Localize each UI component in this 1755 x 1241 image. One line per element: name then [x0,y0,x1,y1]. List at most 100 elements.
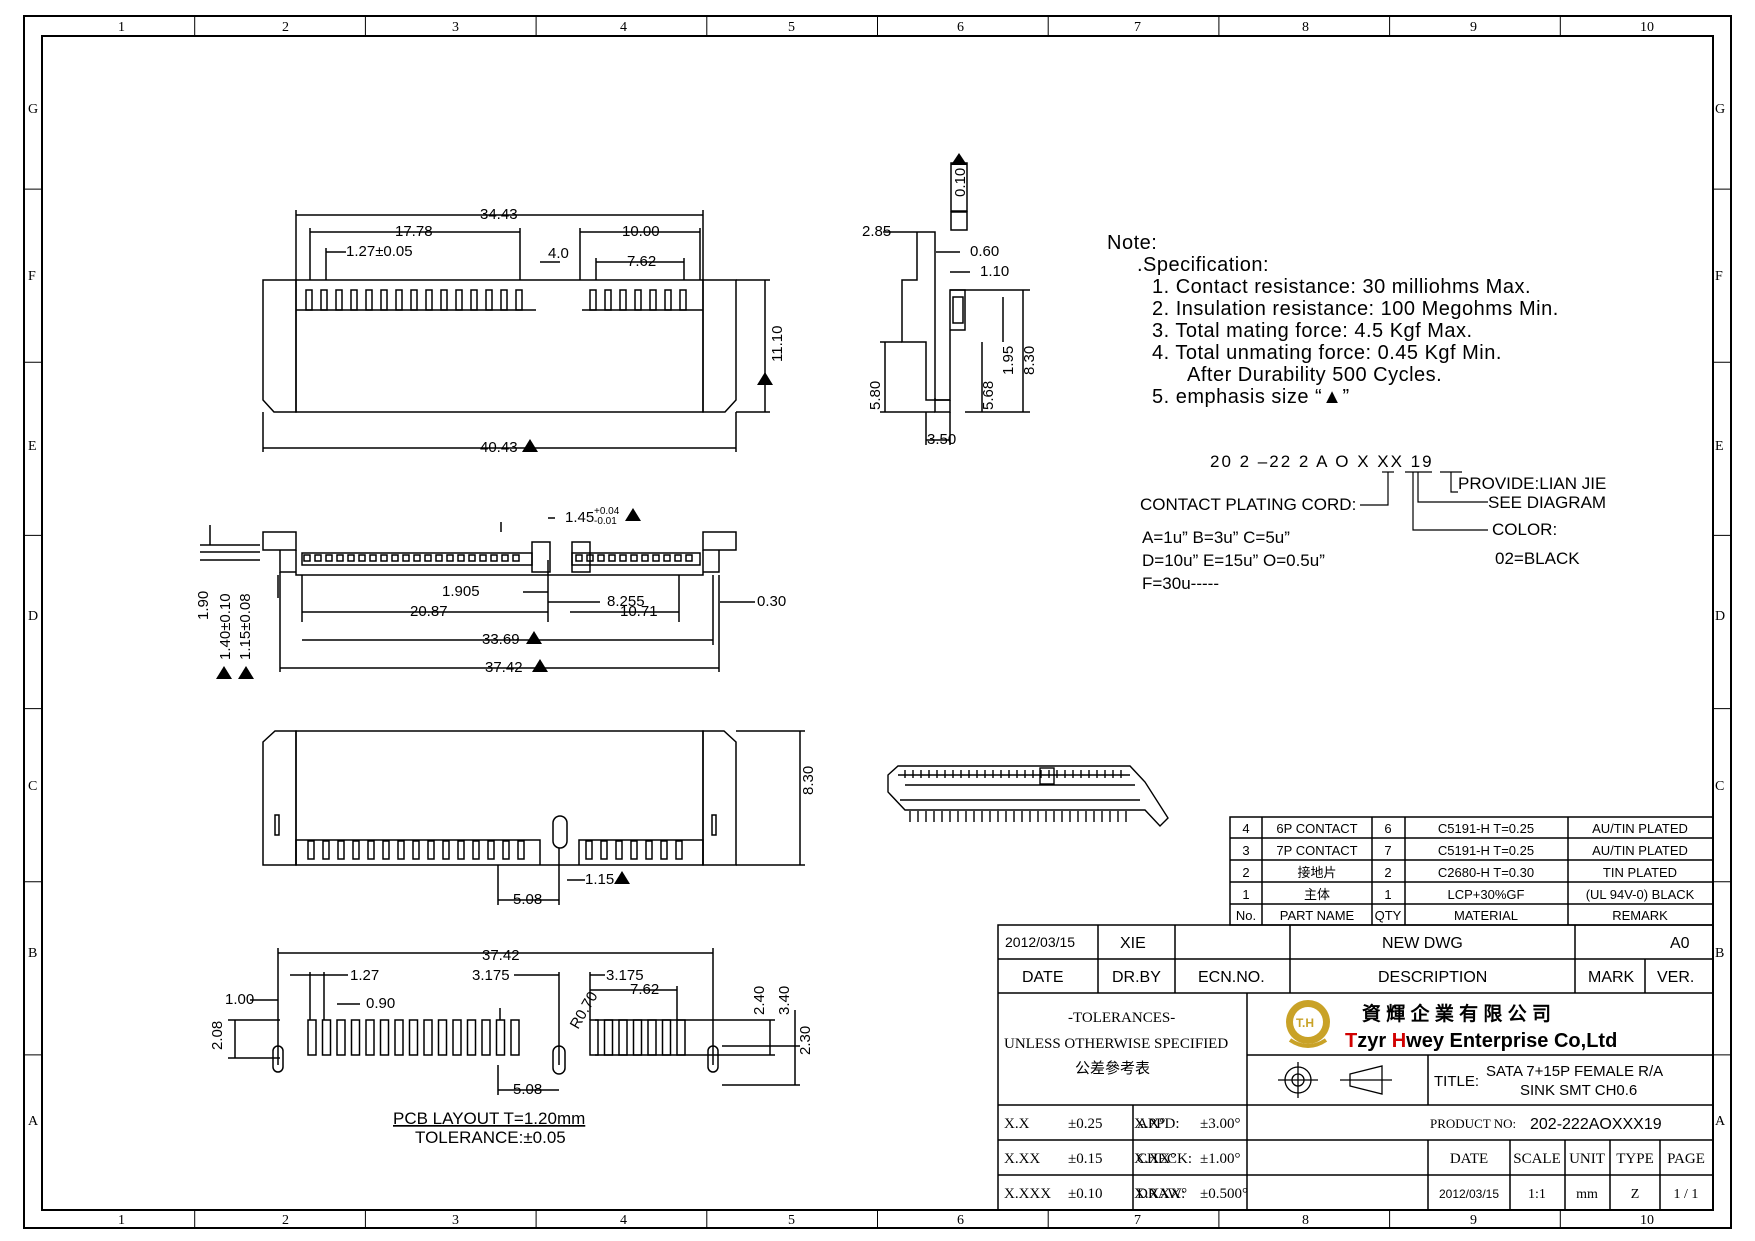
bom-cell: LCP+30%GF [1448,887,1525,902]
zone-row-right: E [1715,439,1724,454]
contact-pin [630,554,638,562]
emphasis-mark [757,372,773,385]
dim-1-45-tol-upper: +0.04 [594,506,620,517]
dim-10-71: 10.71 [620,603,658,620]
contact-pin [468,554,476,562]
pcb-dim-1-27: 1.27 [350,967,379,984]
plating-options-2: D=10u” E=15u” O=0.5u” [1142,551,1325,570]
color-label: COLOR: [1492,520,1557,539]
dim-1-45: 1.45 [565,509,594,526]
appd-label: APPD: [1137,1116,1180,1132]
dim-11-10: 11.10 [769,326,786,362]
zone-col-top: 7 [1134,20,1141,35]
bom-cell: 接地片 [1297,865,1336,880]
dim-10-00: 10.00 [622,223,660,240]
bom-header: PART NAME [1280,908,1355,923]
zone-col-top: 10 [1640,20,1654,35]
dim-5-68: 5.68 [980,381,997,410]
contact-pin [674,554,682,562]
zone-col-top: 8 [1302,20,1309,35]
pcb-layout [228,948,800,1095]
contact-pin [320,289,328,311]
pcb-pad [510,1019,520,1056]
zone-row-right: A [1715,1114,1726,1129]
zone-row-left: D [28,609,38,624]
note-heading: Note: [1107,232,1157,254]
dim-7-62: 7.62 [627,253,656,270]
contact-pin [517,840,525,860]
pcb-pad [365,1019,375,1056]
bom-header: No. [1236,908,1256,923]
draw-label: DRAW: [1137,1186,1185,1202]
pcb-pad [350,1019,361,1056]
pcb-pad [321,1019,332,1056]
bottom-view [262,730,805,905]
rev-date: 2012/03/15 [1005,934,1075,950]
bom-cell: C5191-H T=0.25 [1438,821,1534,836]
tolerances-heading: -TOLERANCES- [1068,1010,1175,1026]
pcb-dim-0-90: 0.90 [366,995,395,1012]
zone-row-left: F [28,269,36,284]
rev-version: A0 [1670,935,1690,952]
bom-header: REMARK [1612,908,1668,923]
zone-col-bottom: 3 [452,1213,459,1228]
pcb-pad [394,1019,404,1056]
contact-pin [358,554,366,562]
contact-pin [382,840,390,860]
pcb-pad [437,1019,448,1056]
pcb-dim-3-40: 3.40 [776,986,793,1015]
emphasis-mark [238,666,254,679]
tolerance-cell: ±0.15 [1068,1151,1102,1167]
pcb-pad [379,1019,390,1056]
title-block-header: UNIT [1569,1151,1605,1167]
bom-cell: TIN PLATED [1603,865,1677,880]
note-item-3: 3. Total mating force: 4.5 Kgf Max. [1152,320,1473,342]
emphasis-mark [522,439,538,452]
contact-pin [630,840,638,860]
contact-pin [442,840,450,860]
dim-20-87: 20.87 [410,603,448,620]
company-logo: T.H [1286,1000,1330,1048]
emphasis-mark [625,508,641,521]
contact-pin [303,554,311,562]
pcb-pad [336,1019,346,1056]
bom-cell: (UL 94V-0) BLACK [1586,887,1695,902]
emphasis-mark [216,666,232,679]
pcb-dim-2-08: 2.08 [209,1021,226,1050]
title-block-value: mm [1576,1187,1598,1202]
zone-col-top: 3 [452,20,459,35]
pcb-dim-r0-70: R0.70 [567,989,602,1032]
contact-pin [369,554,377,562]
title-block-value: 2012/03/15 [1439,1187,1499,1201]
contact-pin [619,554,627,562]
dim-0-10: 0.10 [952,168,969,197]
rev-header-description: DESCRIPTION [1378,969,1487,986]
pcb-dim-1-00: 1.00 [225,991,254,1008]
zone-row-left: E [28,439,37,454]
tolerance-cell: X.X [1004,1116,1030,1132]
tolerance-cell: ±1.00° [1200,1151,1240,1167]
pcb-pad [632,1019,643,1056]
company-name-en: Tzyr Hwey Enterprise Co,Ltd [1345,1030,1617,1052]
zone-col-bottom: 4 [620,1213,627,1228]
top-view [262,210,770,452]
contact-pin [435,554,443,562]
dim-33-69: 33.69 [482,631,520,648]
pcb-dim-2-40: 2.40 [751,986,768,1015]
emphasis-mark [614,871,630,884]
zone-col-top: 4 [620,20,627,35]
contact-pin [367,840,375,860]
zone-row-right: F [1715,269,1723,284]
contact-pin [500,289,508,311]
dim-0-30: 0.30 [757,593,786,610]
contact-pin [512,554,520,562]
rev-description: NEW DWG [1382,935,1463,952]
contact-pin [470,289,478,311]
dim-1-905: 1.905 [442,583,480,600]
part-code-block: 20 2 –22 2 A O X XX 19 PROVIDE:LIAN JIE … [1140,452,1606,593]
pcb-pad [423,1019,433,1056]
logo-text: T.H [1296,1016,1314,1030]
title-block-value: Z [1631,1187,1640,1202]
